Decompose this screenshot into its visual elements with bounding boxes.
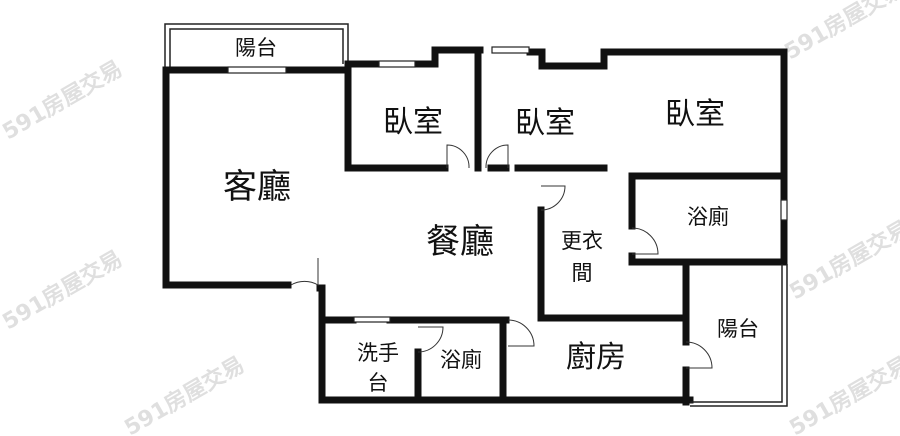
watermark: 591房屋交易: [0, 246, 127, 335]
room-labels: 陽台 臥室 臥室 臥室 客廳 餐廳 更衣 間 浴廁 陽台 廚房 洗手 台 浴廁: [223, 36, 759, 395]
walk-in-closet-label-2: 間: [572, 261, 593, 285]
bedroom-1-label: 臥室: [383, 105, 443, 140]
living-room-label: 客廳: [223, 167, 291, 207]
watermark: 591房屋交易: [780, 0, 900, 65]
kitchen-label: 廚房: [566, 340, 626, 375]
bedroom-2-label: 臥室: [515, 106, 575, 141]
door-swing: [446, 144, 470, 169]
door-swing: [631, 227, 659, 255]
watermark: 591房屋交易: [785, 216, 900, 305]
balcony-right-label: 陽台: [717, 317, 759, 341]
walls: [162, 46, 788, 406]
door-swing: [540, 185, 566, 211]
door-swing: [417, 326, 444, 353]
door-swing: [290, 258, 319, 286]
walk-in-closet-label: 更衣: [561, 229, 603, 253]
balcony-top-outline: [164, 23, 349, 70]
watermark: 591房屋交易: [0, 56, 127, 145]
watermark: 591房屋交易: [120, 352, 249, 436]
wash-basin-label-2: 台: [368, 371, 389, 395]
window: [227, 66, 287, 74]
bathroom-right-label: 浴廁: [687, 205, 729, 229]
dining-room-label: 餐廳: [426, 222, 494, 262]
watermark: 591房屋交易: [785, 352, 900, 436]
window: [378, 60, 416, 68]
window: [491, 46, 530, 54]
door-swing: [507, 319, 535, 347]
window: [353, 316, 391, 323]
balcony-right-outline: [690, 264, 788, 407]
balcony-top-label: 陽台: [235, 36, 277, 60]
bathroom-bottom-label: 浴廁: [440, 348, 482, 372]
wash-basin-label: 洗手: [357, 341, 399, 365]
door-swing: [485, 144, 509, 169]
doors: [290, 144, 713, 369]
bedroom-3-label: 臥室: [665, 97, 725, 132]
windows: [227, 46, 788, 323]
window: [780, 199, 788, 221]
door-swing: [685, 341, 713, 369]
